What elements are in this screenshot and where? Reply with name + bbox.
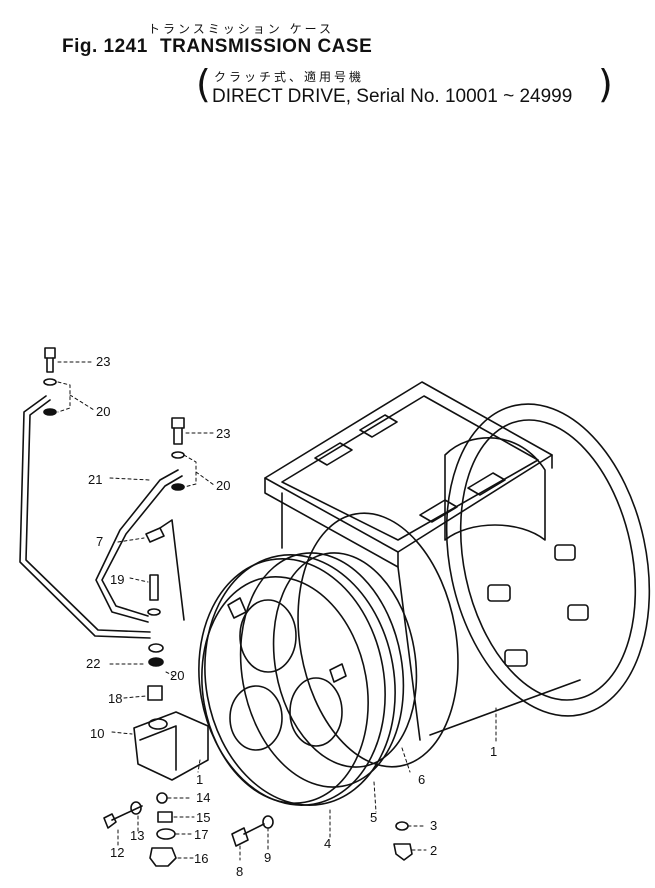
o-ring-3 <box>395 821 409 831</box>
title-block: トランスミッション ケース Fig. 1241 TRANSMISSION CAS… <box>0 0 655 110</box>
front-flange <box>198 552 418 806</box>
callout: 23 <box>96 354 110 369</box>
seal-ring <box>297 512 459 768</box>
japanese-subtitle: クラッチ式、適用号機 <box>214 70 365 84</box>
callout: 19 <box>110 572 124 587</box>
callout: 1 <box>490 744 497 759</box>
callout: 17 <box>194 827 208 842</box>
callout: 21 <box>88 472 102 487</box>
callout: 10 <box>90 726 104 741</box>
callout: 20 <box>96 404 110 419</box>
bolt-12-head <box>103 813 117 829</box>
oil-pipe-lower <box>95 469 183 623</box>
callout: 20 <box>216 478 230 493</box>
callout: 9 <box>264 850 271 865</box>
washer-19 <box>147 608 161 616</box>
washer-22 <box>148 643 164 653</box>
callout: 5 <box>370 810 377 825</box>
figure-number: Fig. 1241 <box>62 36 148 57</box>
plug-2 <box>393 843 413 861</box>
figure-title: TRANSMISSION CASE <box>160 36 373 57</box>
washer-9 <box>262 815 274 829</box>
callout: 20 <box>170 668 184 683</box>
callout: 15 <box>196 810 210 825</box>
right-parenthesis: ) <box>598 62 613 106</box>
callout: 7 <box>96 534 103 549</box>
washer-middle-b <box>171 483 185 491</box>
callout: 4 <box>324 836 331 851</box>
washer-13 <box>130 801 142 815</box>
transmission-case-housing <box>264 381 651 741</box>
callout: 18 <box>108 691 122 706</box>
bolt-8-head <box>231 827 249 847</box>
callout: 3 <box>430 818 437 833</box>
oil-pipe-upper <box>19 395 151 639</box>
left-parenthesis: ( <box>196 62 211 106</box>
fitting-18 <box>147 685 163 701</box>
washer-top-a <box>43 378 57 386</box>
callout: 22 <box>86 656 100 671</box>
bolt-19 <box>149 574 159 601</box>
callout: 6 <box>418 772 425 787</box>
callout-labels: 23 20 23 20 21 7 19 22 20 18 10 1 14 15 … <box>86 354 497 879</box>
spring-15 <box>157 811 173 823</box>
banjo-bolt-top <box>44 347 56 373</box>
front-cover-plate <box>201 576 369 804</box>
washer-top-b <box>43 408 57 416</box>
callout: 1 <box>196 772 203 787</box>
plug-16 <box>149 847 177 867</box>
plug <box>145 527 165 543</box>
o-ring-17 <box>156 828 176 840</box>
callout: 12 <box>110 845 124 860</box>
washer-20-lower <box>148 657 164 667</box>
washer-middle-a <box>171 451 185 459</box>
figure-subtitle: DIRECT DRIVE, Serial No. 10001 ~ 24999 <box>212 86 573 107</box>
callout: 16 <box>194 851 208 866</box>
callout: 14 <box>196 790 210 805</box>
banjo-bolt-middle <box>171 417 185 445</box>
callout: 8 <box>236 864 243 879</box>
callout: 23 <box>216 426 230 441</box>
o-ring-14 <box>156 792 168 804</box>
callout: 13 <box>130 828 144 843</box>
callout: 2 <box>430 843 437 858</box>
japanese-title: トランスミッション ケース <box>148 22 334 36</box>
valve-block <box>133 711 209 781</box>
